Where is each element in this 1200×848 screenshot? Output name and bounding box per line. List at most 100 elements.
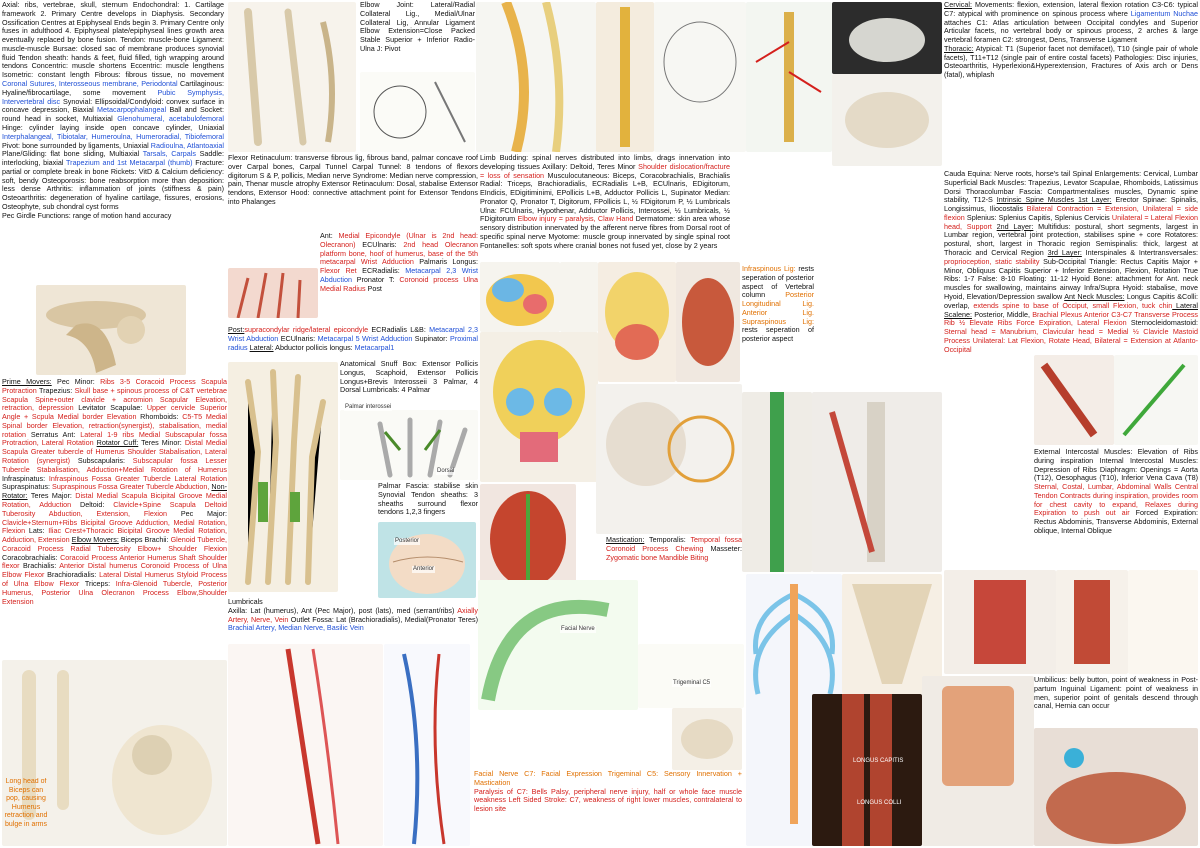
temporalis-details: Temporal fossa Coronoid Process Chewing	[606, 536, 742, 553]
masseter-details: Zygomatic bone Mandible Biting	[606, 552, 709, 562]
atlas-axis-image	[832, 74, 942, 166]
lumbricals-label: Lumbricals	[228, 598, 263, 606]
supraspinous-text: rests seperation of posterior aspect	[742, 325, 814, 344]
pec-minor-label: Pec Minor:	[51, 378, 101, 386]
skull-lateral-sketch	[560, 262, 598, 332]
teres-major-label: Teres Major:	[27, 491, 76, 501]
ecrlb-label: ECRadialis L&B:	[368, 326, 430, 334]
serratus-details: Lateral 1-9 ribs Medial Subscapular foss…	[2, 429, 227, 448]
elbow-ligament-diagram	[476, 2, 596, 152]
elbow-joint-notes: Elbow Joint: Lateral/Radial Collateral L…	[360, 1, 475, 53]
spinal-cord-image	[742, 392, 812, 572]
rhomboids-label: Rhomboids:	[136, 412, 183, 422]
axilla-text: Axilla: Lat (humerus), Ant (Pec Major), …	[228, 605, 458, 615]
ball-socket-text: Ball and Socket: round head in socket, M…	[2, 105, 224, 124]
ecu-label: ECUlnaris:	[362, 239, 404, 249]
plane-example: Tarsals, Carpals	[142, 149, 196, 159]
limb-budding-notes: Limb Budding: spinal nerves distributed …	[480, 154, 730, 262]
synovial-text: Synovial: Ellipsoidal/Condyloid: convex …	[2, 96, 224, 115]
rotator-cuff-heading: Rotator Cuff:	[96, 438, 139, 448]
posterior-forearm-notes: Post:supracondylar ridge/lateral epicond…	[228, 326, 478, 360]
levator-details: Upper cervicle Superior Angle + Scpula M…	[2, 403, 227, 422]
shoulder-muscle-notes: Prime Movers: Pec Minor: Ribs 3-5 Coraco…	[2, 378, 227, 656]
scalene-details: Brachial Plexus Anterior C3-C7 Transvers…	[944, 309, 1198, 328]
posterior-heading: Post:	[228, 326, 245, 334]
ligamentum-nuchae: Ligamentum Nuchae	[1130, 8, 1198, 18]
teres-minor-details: Distal Medial Scapula Greater tubercle o…	[2, 438, 227, 466]
thoracic-heading: Thoracic:	[944, 43, 974, 53]
pivot-text: Pivot: bone surrounded by ligaments, Uni…	[2, 140, 151, 150]
axilla-notes: Lumbricals Axilla: Lat (humerus), Ant (P…	[228, 598, 478, 642]
longus-capitis-label: LONGUS CAPITIS	[853, 758, 904, 764]
axial-intro: Axial: ribs, vertebrae, skull, sternum E…	[2, 1, 224, 80]
interossei-diagram	[340, 410, 478, 480]
spinal-column-image	[596, 2, 654, 152]
trigeminal-label: Trigeminal C5	[672, 680, 712, 688]
longus-action: extends spine to base of Occiput, small …	[973, 300, 1173, 310]
pec-girdle-functions: Pec Girdle Functions: range of motion ha…	[2, 210, 172, 220]
subscapularis-details: Subscapular fossa Lesser Tubercle Stabal…	[2, 456, 227, 474]
pivot-example: Radioulna, Atlantoaxial	[150, 140, 224, 150]
cervical-text-2: attaches C1: Atlas articulation between …	[944, 17, 1198, 45]
skull-coloured-image	[598, 262, 676, 382]
splenius-action: Unilateral = Lateral Flexion head, Suppo…	[944, 212, 1198, 231]
hinge-text: Hinge: cylinder laying inside open conca…	[2, 122, 224, 132]
coracobrachialis-details: Coracoid Process Anterior Humerus Shaft …	[2, 552, 227, 571]
cauda-equina-text: Cauda Equina: Nerve roots, horse's tail …	[944, 170, 1198, 205]
skull-front-coloured	[480, 332, 598, 482]
pronator-label: Pronator T:	[351, 274, 400, 284]
bells-palsy-text: Paralysis of C7: Bells Palsy, peripheral…	[474, 786, 742, 814]
intercostal-text: External Intercostal Muscles: Elevation …	[1034, 448, 1198, 483]
trapezius-details: Skull base + spinous process of C&T vert…	[2, 385, 227, 413]
ecu2-label: ECUlnaris:	[278, 333, 318, 343]
cervical-notes: Cervical: Movements: flexion, extension,…	[944, 1, 1198, 167]
spinal-nerve-image	[746, 2, 832, 152]
pec-major-details: Clavicle+Sternum+Ribs Bicipital Groove A…	[2, 517, 227, 536]
supraspinous-heading: Supraspinous Lig:	[742, 316, 814, 326]
dermatome-text: Dermatome: skin area whose sensory distr…	[480, 214, 730, 250]
posterior-label: Posterior	[394, 538, 421, 546]
layer3-text: Interspinales & Intertransversales:	[1081, 248, 1198, 258]
supinator-label: Supinator:	[412, 333, 451, 343]
diaphragm-details: Sternal, Costal, Lumbar, Abdominal Walls…	[1034, 482, 1198, 518]
brachioradialis-label: Brachioradialis:	[44, 570, 100, 580]
intercostal-notes: External Intercostal Muscles: Elevation …	[1034, 448, 1198, 568]
axilla-contents: Axially Artery, Nerve, Vein	[228, 605, 478, 624]
flexor-retinaculum-notes: Flexor Retinaculum: transverse fibrous l…	[228, 154, 478, 206]
umbilicus-notes: Umbilicus: belly button, point of weakne…	[1034, 676, 1198, 711]
lateral-heading: Lateral:	[249, 342, 274, 352]
hand-carpal-tunnel-image	[228, 268, 318, 318]
brachialis-details: Anterior Distal humerus Coronoid Process…	[2, 561, 227, 580]
arm-bones-diagram	[228, 2, 356, 152]
ulnar-injury: Elbow injury = paralysis, Claw Hand	[517, 214, 634, 224]
ellipsoidal-example: Metacarpophalangeal	[97, 105, 167, 115]
mastication-notes: Mastication: Temporalis: Temporal fossa …	[606, 536, 742, 570]
apl-label: Abductor pollicis longus:	[273, 342, 355, 352]
neck-muscle-sketch-1	[1034, 355, 1114, 445]
neck-scalene-image	[812, 392, 942, 572]
anterior-label: Anterior	[412, 566, 436, 574]
inguinal-region-image	[1034, 728, 1198, 846]
cervical-text: Movements: flexion, extension, lateral f…	[944, 1, 1198, 18]
abdomen-anterior-image	[1056, 570, 1128, 674]
saddle-text: Saddle: interlocking, biaxial	[2, 149, 224, 168]
lateral-scalene-heading: Lateral Scalene:	[944, 300, 1198, 319]
non-rotator-heading: Non-Rotator:	[2, 482, 227, 501]
teres-major-details: Distal Medial Scapula Bicipital Groove M…	[2, 491, 227, 509]
forced-expiration-text: Forced Expiration: Rectus Abdominis, Tra…	[1034, 508, 1198, 536]
brachioradialis-details: Lateral Distal Humerus Styloid Process o…	[2, 570, 227, 588]
annular-ligament-sketch	[360, 72, 475, 152]
mastication-heading: Mastication:	[606, 536, 645, 544]
infant-skull-image	[378, 522, 476, 598]
lats-details: Iliac Crest+Thoracic Bicipital Groove Me…	[2, 526, 227, 545]
splenius-text: Splenius: Splenius Capitis, Splenius Cer…	[964, 212, 1112, 222]
longus-colli-label: LONGUS COLLI	[857, 800, 902, 806]
pec-minor-details: Ribs 3-5 Coracoid Process Scapula Protra…	[2, 378, 227, 395]
deltoid-details: Clavicle+Spine Scapula Deltoid Tuberosit…	[2, 499, 227, 518]
infraspinatus-details: Infraspinous Fossa Greater Tubercle Late…	[48, 473, 227, 483]
thoracic-text: Atypical: T1 (Superior facet not demifac…	[944, 43, 1198, 80]
ant-neck-heading: Ant Neck Muscles:	[1064, 291, 1125, 301]
post-word: Post	[365, 283, 382, 293]
dorsal-label: Dorsal	[436, 468, 456, 476]
